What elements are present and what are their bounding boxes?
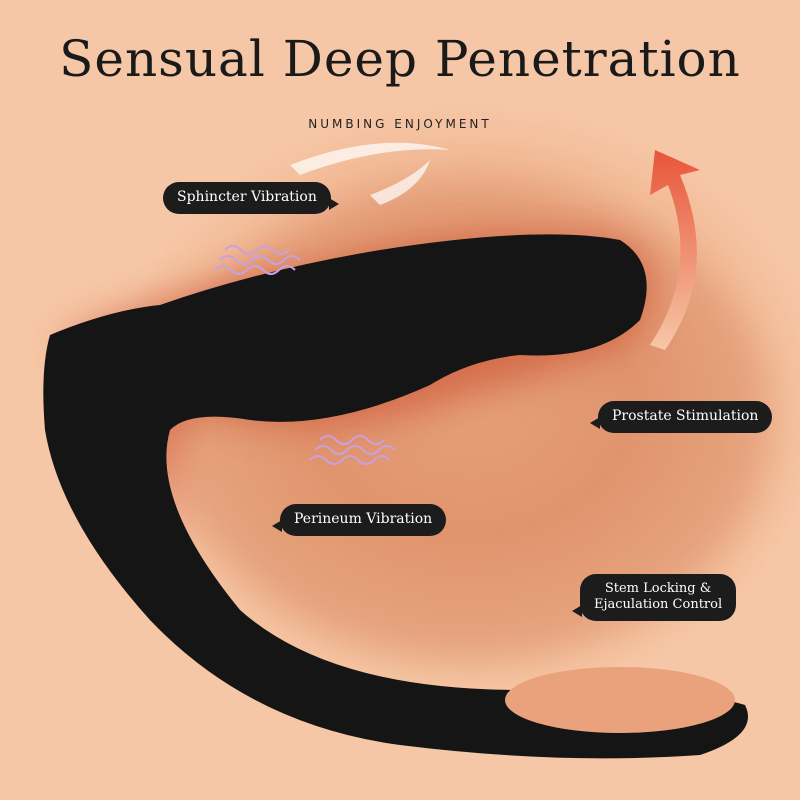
motion-streak: [370, 160, 430, 205]
page-title: Sensual Deep Penetration: [59, 30, 741, 88]
product-body: [43, 234, 749, 759]
callout-perineum-vibration: Perineum Vibration: [271, 504, 447, 536]
callout-sphincter-vibration: Sphincter Vibration: [163, 182, 339, 214]
ring-hole: [505, 667, 735, 733]
subtitle: NUMBING ENJOYMENT: [308, 117, 492, 131]
callout-stem-locking: Stem Locking & Ejaculation Control: [571, 574, 737, 621]
arrow-up-icon: [650, 150, 700, 350]
vibration-waves-icon: [214, 245, 396, 465]
motion-streak: [290, 142, 450, 175]
callout-prostate-stimulation: Prostate Stimulation: [589, 401, 773, 433]
